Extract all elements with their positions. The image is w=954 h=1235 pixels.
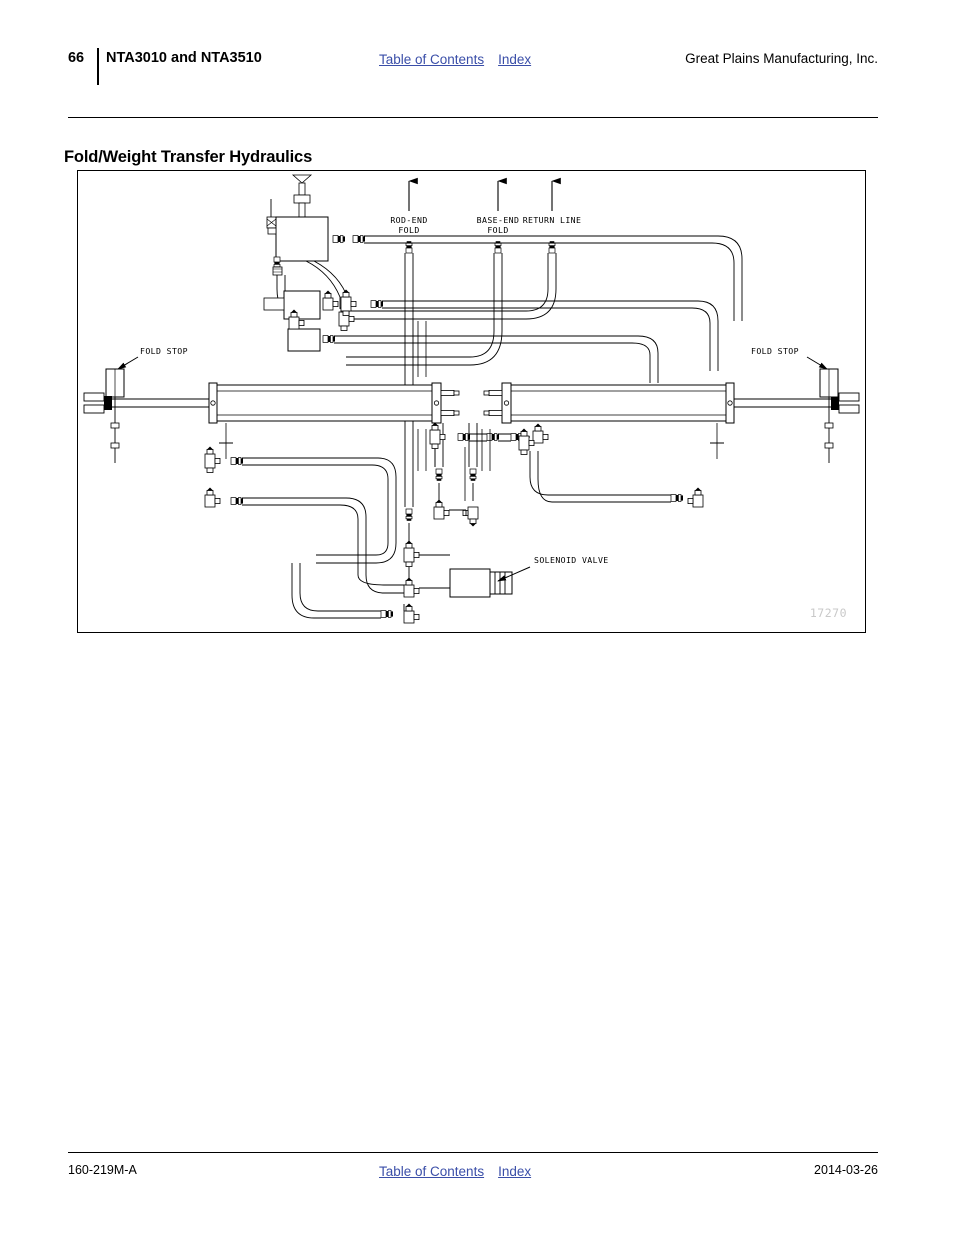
label-fold-stop-right: FOLD STOP (751, 346, 799, 356)
header-nav-links: Table of Contents Index (379, 51, 545, 69)
header-row: 66 NTA3010 and NTA3510 Table of Contents… (68, 48, 878, 85)
footer-nav-links: Table of Contents Index (379, 1163, 545, 1181)
header-divider (97, 48, 99, 85)
hydraulic-schematic-drawing: ROD-END FOLD BASE-END FOLD RETURN LINE (83, 174, 860, 624)
header-table-of-contents-link[interactable]: Table of Contents (379, 52, 485, 67)
section-title: Fold/Weight Transfer Hydraulics (64, 148, 313, 166)
footer-index-link[interactable]: Index (498, 1164, 532, 1179)
label-base-end-fold-line1: BASE-END (477, 215, 520, 225)
label-fold-stop-left: FOLD STOP (140, 346, 188, 356)
header-rule (68, 117, 878, 119)
footer-table-of-contents-link[interactable]: Table of Contents (379, 1164, 485, 1179)
label-return-line: RETURN LINE (523, 215, 582, 225)
footer-date: 2014-03-26 (814, 1163, 878, 1177)
footer-rule (68, 1152, 878, 1154)
right-cylinder-barrel (501, 382, 735, 424)
left-cylinder-rod-clevis (83, 392, 112, 414)
footer-document-number: 160-219M-A (68, 1163, 137, 1177)
solenoid-valve-body (449, 568, 513, 598)
header-index-link[interactable]: Index (498, 52, 532, 67)
header-model-title: NTA3010 and NTA3510 (106, 50, 262, 66)
left-cylinder-barrel (208, 382, 442, 424)
hydraulic-schematic-figure: ROD-END FOLD BASE-END FOLD RETURN LINE (77, 170, 866, 633)
page-header: 66 NTA3010 and NTA3510 Table of Contents… (0, 0, 954, 119)
label-rod-end-fold-line1: ROD-END (390, 215, 427, 225)
page-footer: 160-219M-A Table of Contents Index 2014-0… (68, 1163, 878, 1185)
label-solenoid-valve: SOLENOID VALVE (534, 555, 609, 565)
header-company-name: Great Plains Manufacturing, Inc. (685, 51, 878, 66)
label-rod-end-fold-line2: FOLD (398, 225, 419, 235)
figure-number: 17270 (809, 606, 847, 620)
page-number: 66 (68, 50, 84, 66)
label-base-end-fold-line2: FOLD (487, 225, 508, 235)
right-cylinder-rod-clevis (831, 392, 860, 414)
